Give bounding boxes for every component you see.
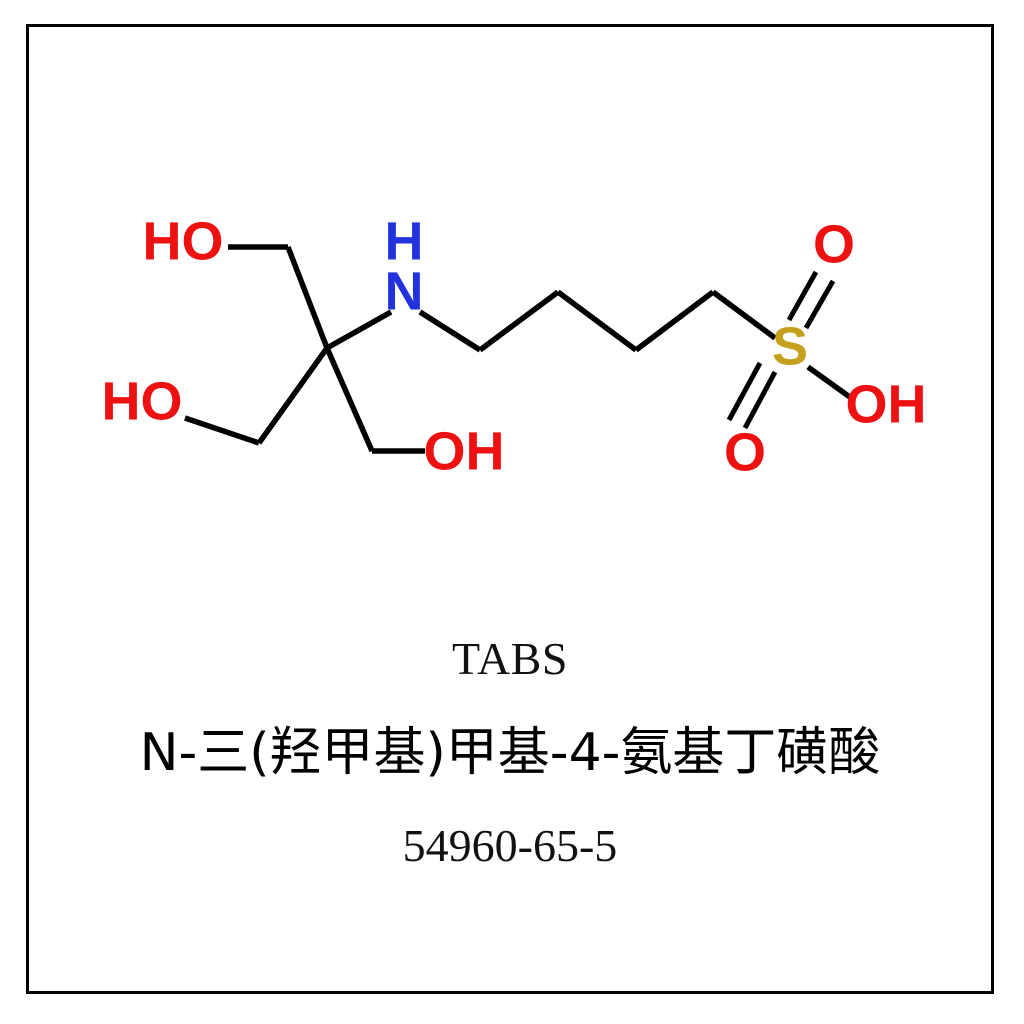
bond-quatc-to-nitrogen [325, 309, 393, 351]
figure-border-frame [26, 24, 994, 994]
bond-c2-to-c3 [556, 289, 638, 353]
atom-label-sulfonyl-oxygen-top: O [813, 214, 855, 274]
caption-block: TABS N-三(羟甲基)甲基-4-氨基丁磺酸 54960-65-5 [28, 636, 992, 869]
atom-label-sulfonyl-oxygen-bottom: O [724, 422, 766, 482]
atom-label-ho-mid-left: HO [102, 371, 183, 431]
atom-label-sulfonic-hydroxyl: OH [846, 374, 927, 434]
bond-c4-to-sulfur [711, 289, 777, 341]
bond-c1-to-c2 [478, 289, 560, 353]
compound-cas-number: 54960-65-5 [402, 819, 618, 871]
bond-sulfur-oxygen-top-b [803, 279, 836, 330]
atom-label-oh-bottom-center: OH [424, 421, 505, 481]
bond-ch2-bottom-to-quatc [324, 346, 375, 453]
bond-sulfur-to-hydroxyl [806, 364, 856, 403]
atom-label-ho-top-left: HO [143, 211, 224, 271]
compound-chinese-name: N-三(羟甲基)甲基-4-氨基丁磺酸 [139, 723, 881, 783]
bond-sulfur-oxygen-bottom-a [742, 370, 778, 430]
bond-sulfur-oxygen-bottom-b [726, 361, 763, 422]
bond-ch2-top-to-quatc [285, 246, 330, 349]
compound-abbreviation: TABS [452, 633, 568, 684]
bond-sulfur-oxygen-top-a [786, 270, 819, 322]
bond-nitrogen-to-c1 [418, 309, 482, 353]
bond-c3-to-c4 [634, 289, 715, 353]
atom-label-amine-hydrogen: H [385, 211, 424, 271]
bond-ho-mid-to-ch2 [184, 415, 260, 446]
bond-ch2-mid-to-quatc [256, 346, 330, 445]
atom-label-amine-nitrogen: N [385, 261, 424, 321]
atom-label-sulfur: S [772, 316, 808, 376]
